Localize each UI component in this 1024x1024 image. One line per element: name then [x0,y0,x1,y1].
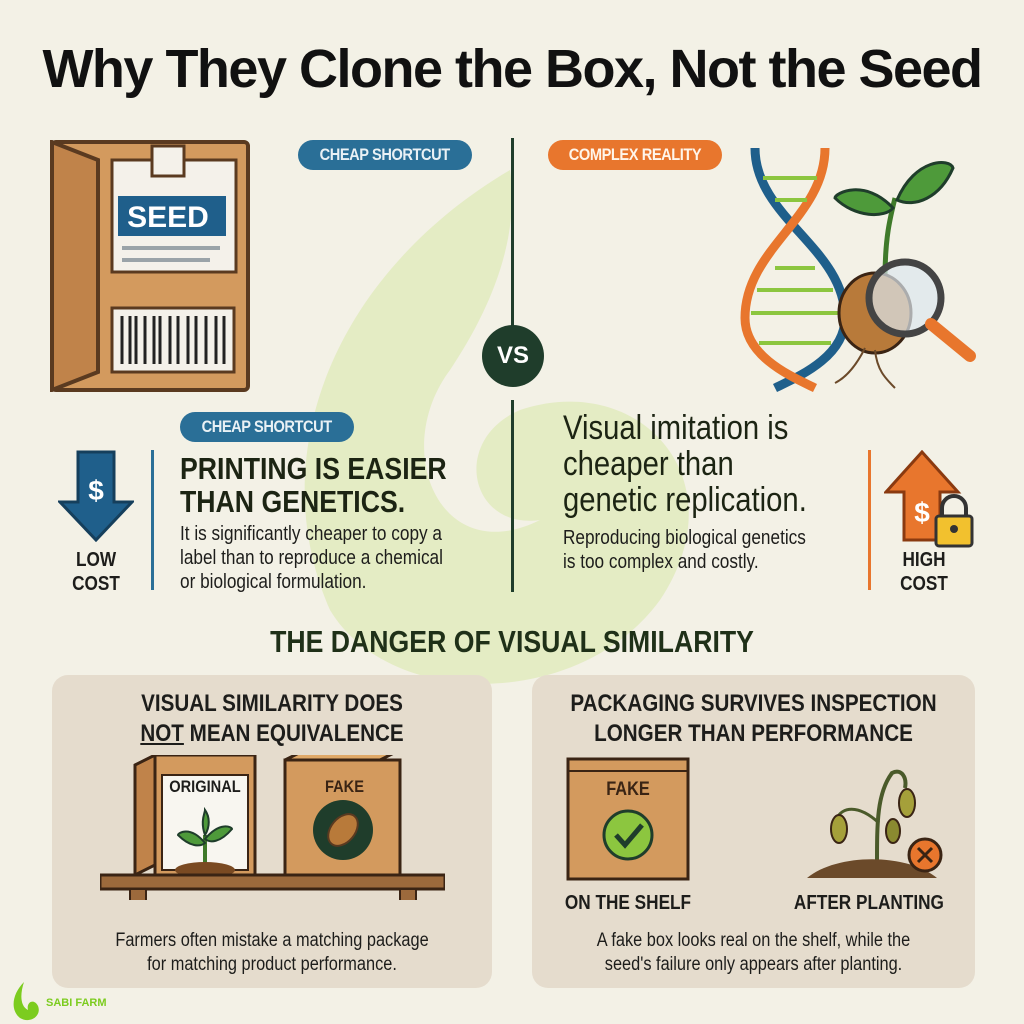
low-cost-down-arrow-icon: $ [58,450,134,542]
packaging-panel: PACKAGING SURVIVES INSPECTION LONGER THA… [532,675,975,988]
cheap-shortcut-badge-top: CHEAP SHORTCUT [298,140,472,170]
seed-package-icon [50,140,250,392]
svg-text:$: $ [88,475,104,506]
packaging-heading: PACKAGING SURVIVES INSPECTION LONGER THA… [570,690,937,747]
complex-reality-badge: COMPLEX REALITY [548,140,722,170]
center-divider [511,138,514,328]
cheap-shortcut-badge: CHEAP SHORTCUT [180,412,354,442]
similarity-heading: VISUAL SIMILARITY DOES NOT MEAN EQUIVALE… [140,690,404,747]
dna-and-seedling-icon [740,147,976,393]
center-divider-lower [511,400,514,592]
page-title: Why They Clone the Box, Not the Seed [42,39,983,99]
vs-badge: VS [482,325,544,387]
original-box-label: ORIGINAL [169,777,241,796]
left-accent-line [151,450,154,590]
sabi-farm-logo-icon [13,982,39,1021]
packaging-caption: A fake box looks real on the shelf, whil… [596,930,911,975]
original-vs-fake-boxes-icon [100,755,445,900]
seed-box-label: SEED [127,201,209,234]
high-cost-up-arrow-lock-icon: $ [884,450,974,548]
fake-box-checkmark-icon [566,757,690,881]
background-leaf-watermark [304,170,689,684]
similarity-caption: Farmers often mistake a matching package… [115,930,429,975]
right-accent-line [868,450,871,590]
fake-box-label: FAKE [325,777,364,796]
on-the-shelf-label: ON THE SHELF [564,892,692,914]
svg-text:$: $ [914,497,930,528]
similarity-panel: VISUAL SIMILARITY DOES NOT MEAN EQUIVALE… [52,675,492,988]
sabi-farm-logo-text: SABI FARM [46,997,107,1009]
after-planting-label: AFTER PLANTING [793,892,944,914]
danger-section-title: THE DANGER OF VISUAL SIMILARITY [270,624,754,659]
fake-box-label-right: FAKE [606,779,650,800]
wilted-plant-icon [807,769,943,878]
